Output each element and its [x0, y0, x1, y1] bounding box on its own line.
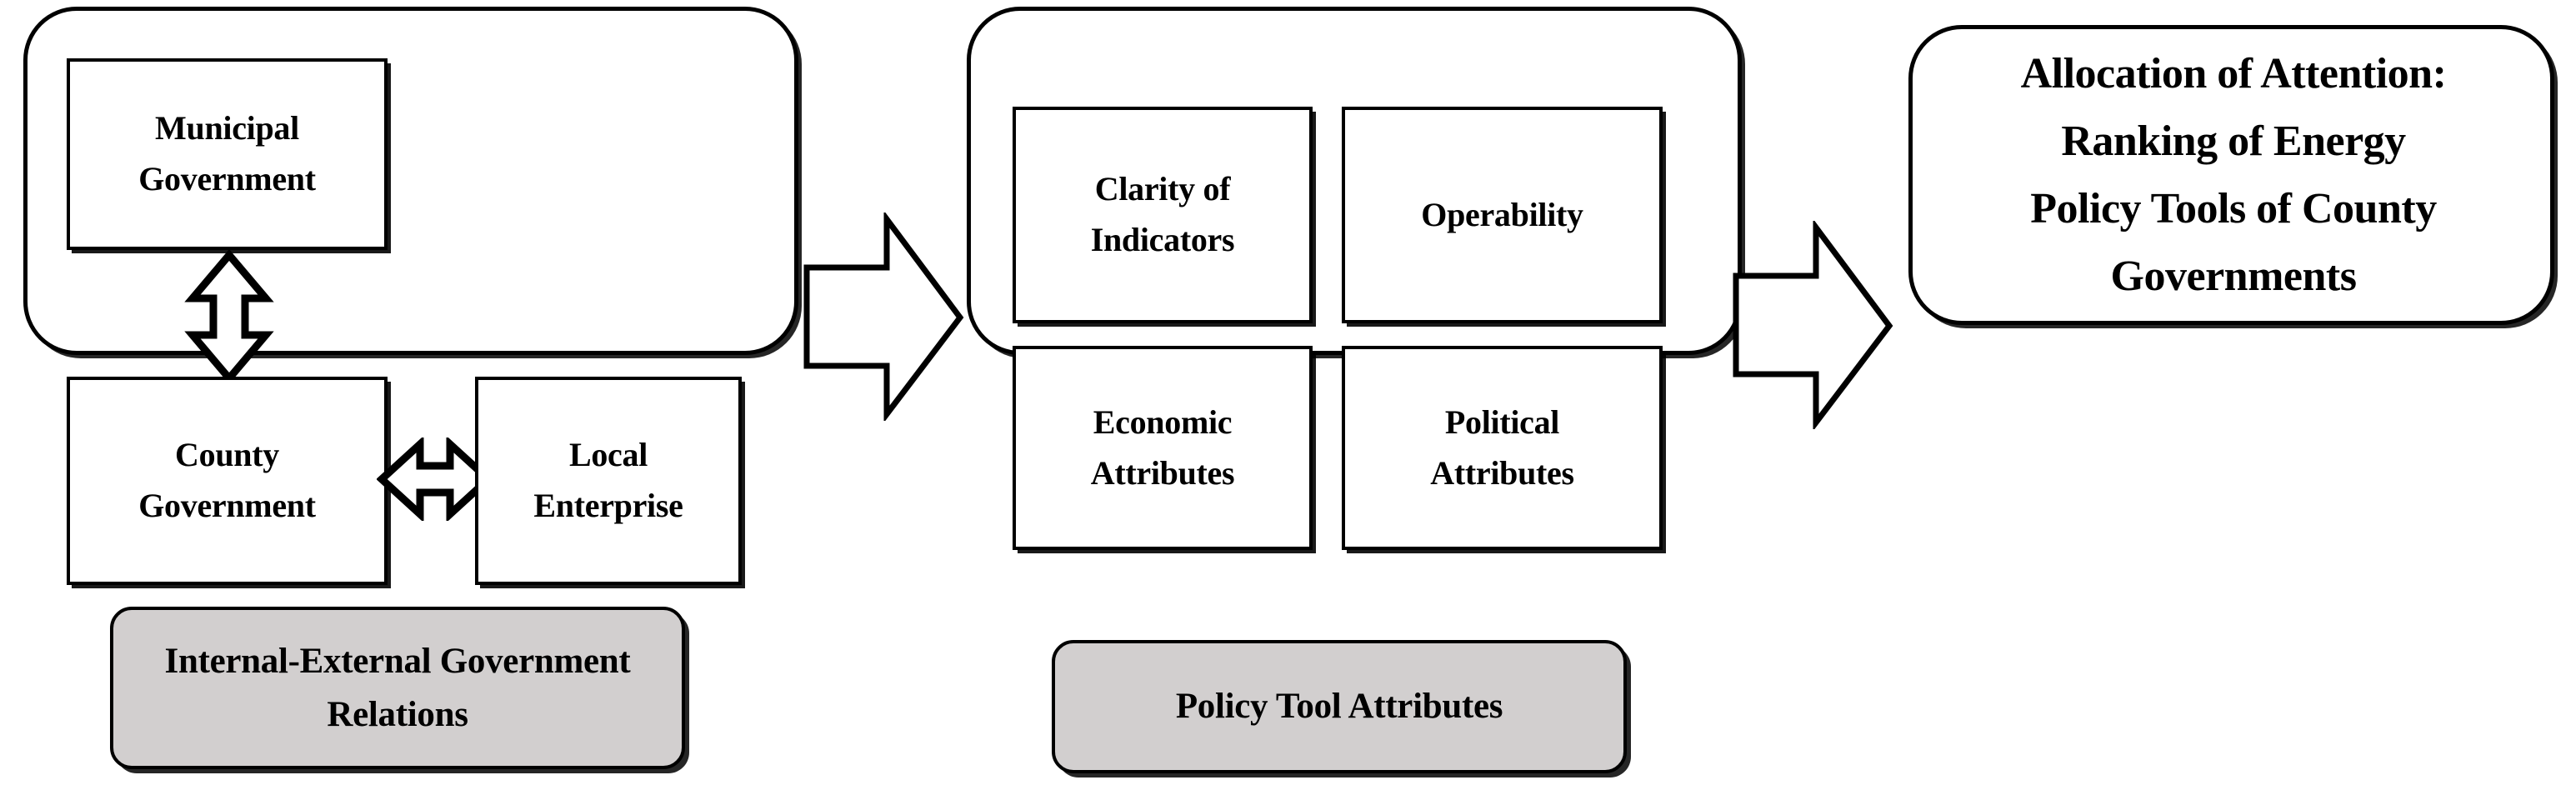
caption-internal-external-government-relations: Internal-External Government Relations	[110, 607, 685, 769]
box-economic-attributes: Economic Attributes	[1013, 346, 1313, 550]
double-arrow-vertical-icon	[184, 250, 274, 383]
box-county-government: County Government	[67, 377, 388, 585]
stage-arrow-right-icon	[1733, 221, 1893, 429]
box-clarity-of-indicators: Clarity of Indicators	[1013, 107, 1313, 323]
outcome-line-4: Governments	[2110, 252, 2357, 301]
outcome-line-3: Policy Tools of County	[2030, 185, 2437, 232]
box-municipal-government-line-1: Municipal	[155, 109, 299, 148]
caption-relations-line-1: Internal-External	[164, 641, 432, 681]
box-municipal-government: Municipal Government	[67, 58, 388, 250]
box-operability-line-1: Operability	[1421, 195, 1583, 233]
box-political-line-2: Attributes	[1430, 453, 1574, 492]
box-economic-line-1: Economic	[1093, 402, 1233, 441]
box-political-line-1: Political	[1444, 402, 1560, 441]
caption-relations-line-2: Government Relations	[327, 641, 631, 734]
box-economic-line-2: Attributes	[1090, 453, 1235, 492]
box-local-enterprise: Local Enterprise	[475, 377, 742, 585]
box-municipal-government-line-2: Government	[138, 160, 316, 198]
box-operability: Operability	[1342, 107, 1663, 323]
caption-attributes-line-1: Policy Tool Attributes	[1175, 687, 1503, 727]
caption-policy-tool-attributes: Policy Tool Attributes	[1052, 640, 1627, 773]
outcome-line-1: Allocation of Attention:	[2020, 49, 2447, 98]
panel-attention-allocation-outcome	[1908, 25, 2554, 325]
box-clarity-line-2: Indicators	[1090, 221, 1235, 258]
box-county-government-line-1: County	[175, 436, 279, 474]
box-political-attributes: Political Attributes	[1342, 346, 1663, 550]
outcome-statement: Allocation of Attention: Ranking of Ener…	[1950, 50, 2517, 300]
box-local-enterprise-line-2: Enterprise	[533, 487, 683, 524]
box-local-enterprise-line-1: Local	[568, 436, 648, 474]
box-clarity-line-1: Clarity of	[1094, 170, 1231, 208]
box-county-government-line-2: Government	[138, 487, 316, 524]
stage-arrow-right-icon	[803, 212, 964, 421]
outcome-line-2: Ranking of Energy	[2061, 117, 2406, 165]
